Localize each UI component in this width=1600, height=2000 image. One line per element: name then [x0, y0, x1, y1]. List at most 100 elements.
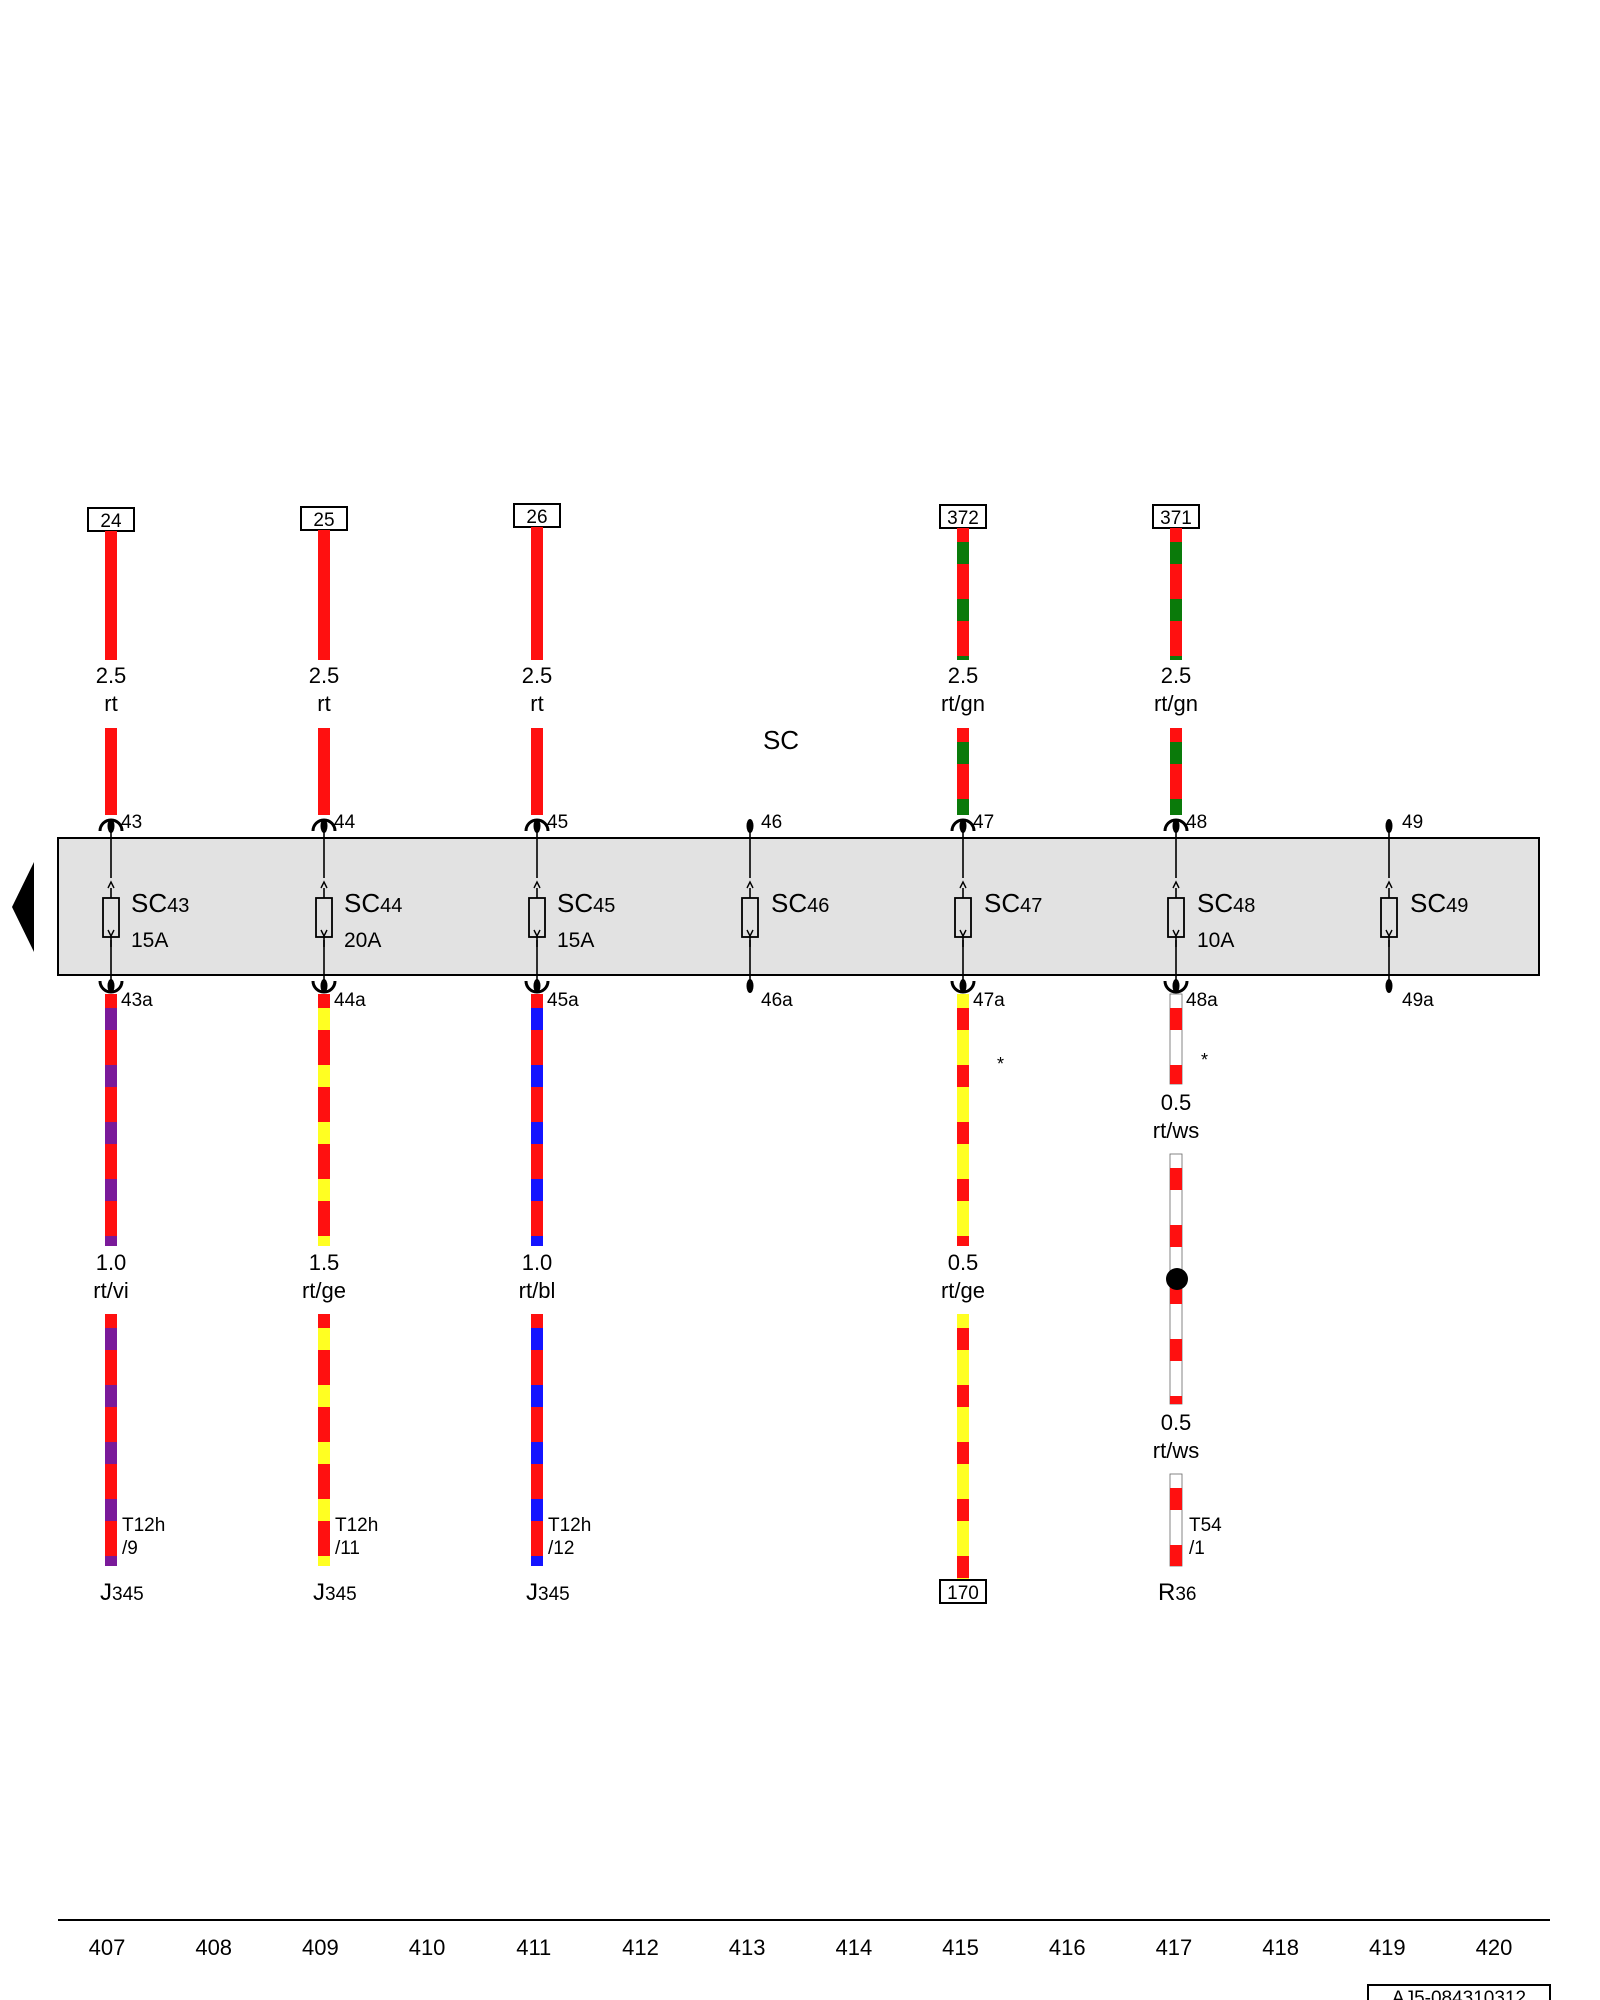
wire-color-label: rt/ws: [1153, 1118, 1199, 1143]
connector-pin-label: /11: [335, 1538, 360, 1559]
grid-number: 408: [195, 1935, 232, 1960]
splice-point-icon[interactable]: [1166, 1268, 1188, 1290]
wire-size-label: 0.5: [1161, 1410, 1192, 1435]
wire-372-lower[interactable]: [957, 728, 969, 815]
wire-segment[interactable]: [1169, 1153, 1183, 1405]
grid-number: 417: [1156, 1935, 1193, 1960]
wire-segment[interactable]: [957, 1314, 969, 1580]
fuse-sc48[interactable]: [1163, 818, 1189, 994]
pin-label-group: 43 43a 44 44a 45 45a 46 46a 47 47a 48 48…: [121, 812, 1434, 1011]
fuse-group: [98, 818, 1398, 994]
fuse-rating: 20A: [344, 929, 381, 952]
ref-box: [939, 1579, 987, 1604]
top-wire-group: 24 2.5 rt 25 2.5 rt 26 2.5 rt 372: [87, 503, 1200, 815]
pin-label: 43: [121, 812, 142, 833]
wire-segment[interactable]: [318, 1314, 330, 1566]
wire-372-upper[interactable]: [957, 528, 969, 660]
wire-size-label: 2.5: [522, 663, 553, 688]
footnote-marker: *: [1201, 1050, 1208, 1070]
wire-size-label: 0.5: [1161, 1090, 1192, 1115]
wire-25-lower[interactable]: [318, 728, 330, 815]
wire-segment[interactable]: [105, 994, 117, 1246]
wire-24-lower[interactable]: [105, 728, 117, 815]
connector-label: T54: [1189, 1515, 1222, 1536]
fuse-label: SC49: [1410, 888, 1468, 918]
wire-segment[interactable]: [1169, 993, 1183, 1085]
top-wire-26[interactable]: 26 2.5 rt: [513, 503, 561, 815]
wire-24-upper[interactable]: [105, 531, 117, 660]
fuse-label-group: SC43 15A SC44 20A SC45 15A SC46 SC47 SC4…: [131, 888, 1468, 952]
wire-size-label: 1.5: [309, 1250, 340, 1275]
wire-color-label: rt/gn: [1154, 691, 1198, 716]
wire-segment[interactable]: [318, 994, 330, 1246]
wire-color-label: rt: [317, 691, 330, 716]
bottom-wire-sc47[interactable]: * 0.5 rt/ge 170: [939, 994, 1004, 1604]
grid-number: 410: [409, 1935, 446, 1960]
pin-label: 43a: [121, 990, 153, 1011]
continuation-arrow-icon[interactable]: [12, 862, 34, 952]
wire-color-label: rt: [104, 691, 117, 716]
top-wire-371[interactable]: 371 2.5 rt/gn: [1152, 504, 1200, 815]
connector-pin-label: /9: [122, 1538, 138, 1559]
wire-size-label: 2.5: [96, 663, 127, 688]
pin-label: 47a: [973, 990, 1005, 1011]
wire-segment[interactable]: [531, 1314, 543, 1566]
wire-segment[interactable]: [531, 994, 543, 1246]
ref-box-label: 371: [1160, 508, 1192, 529]
pin-label: 48: [1186, 812, 1207, 833]
fuse-sc49[interactable]: [1380, 819, 1398, 993]
bottom-wire-sc43[interactable]: 1.0 rt/vi T12h /9 J345: [93, 994, 165, 1606]
grid-number: 409: [302, 1935, 339, 1960]
fuse-sc44[interactable]: [311, 818, 337, 994]
fuse-rating: 15A: [557, 929, 594, 952]
connector-pin-label: /1: [1189, 1538, 1205, 1559]
wire-371-upper[interactable]: [1170, 528, 1182, 660]
pin-label: 46a: [761, 990, 793, 1011]
wire-segment[interactable]: [1169, 1473, 1183, 1567]
fuse-sc46[interactable]: [741, 819, 759, 993]
fuse-sc43[interactable]: [98, 818, 124, 994]
wire-25-upper[interactable]: [318, 530, 330, 660]
pin-label: 45: [547, 812, 568, 833]
top-wire-372[interactable]: 372 2.5 rt/gn: [939, 504, 987, 815]
fuse-label: SC46: [771, 888, 829, 918]
grid-number: 413: [729, 1935, 766, 1960]
ref-box-label: 170: [947, 1583, 979, 1604]
grid-number: 418: [1262, 1935, 1299, 1960]
grid-number: 416: [1049, 1935, 1086, 1960]
wire-371-lower[interactable]: [1170, 728, 1182, 815]
wire-segment[interactable]: [957, 994, 969, 1246]
fuse-label: SC48: [1197, 888, 1255, 918]
fuse-label: SC43: [131, 888, 189, 918]
wire-size-label: 1.0: [522, 1250, 553, 1275]
pin-label: 48a: [1186, 990, 1218, 1011]
fuse-holder-title: SC: [763, 725, 799, 755]
wire-color-label: rt/vi: [93, 1278, 128, 1303]
doc-id-label: AJ5-084310312: [1392, 1988, 1526, 2000]
bottom-wire-sc48[interactable]: * 0.5 rt/ws 0.5 rt/ws T54 /1 R36: [1153, 993, 1222, 1606]
grid-number: 415: [942, 1935, 979, 1960]
wire-segment[interactable]: [105, 1314, 117, 1566]
bottom-wire-sc45[interactable]: 1.0 rt/bl T12h /12 J345: [519, 994, 592, 1606]
component-label: R36: [1158, 1579, 1196, 1606]
fuse-label: SC45: [557, 888, 615, 918]
top-wire-24[interactable]: 24 2.5 rt: [87, 507, 135, 815]
component-label: J345: [100, 1579, 144, 1606]
grid-number: 412: [622, 1935, 659, 1960]
pin-label: 49: [1402, 812, 1423, 833]
wire-size-label: 2.5: [1161, 663, 1192, 688]
bottom-wire-sc44[interactable]: 1.5 rt/ge T12h /11 J345: [302, 994, 378, 1606]
wire-26-lower[interactable]: [531, 728, 543, 815]
connector-label: T12h: [122, 1515, 165, 1536]
component-label: J345: [313, 1579, 357, 1606]
fuse-sc45[interactable]: [524, 818, 550, 994]
ref-box-label: 24: [100, 511, 122, 532]
grid-number: 420: [1476, 1935, 1513, 1960]
top-wire-25[interactable]: 25 2.5 rt: [300, 506, 348, 815]
fuse-sc47[interactable]: [950, 818, 976, 994]
grid-number: 419: [1369, 1935, 1406, 1960]
wire-26-upper[interactable]: [531, 527, 543, 660]
wire-color-label: rt/ws: [1153, 1438, 1199, 1463]
